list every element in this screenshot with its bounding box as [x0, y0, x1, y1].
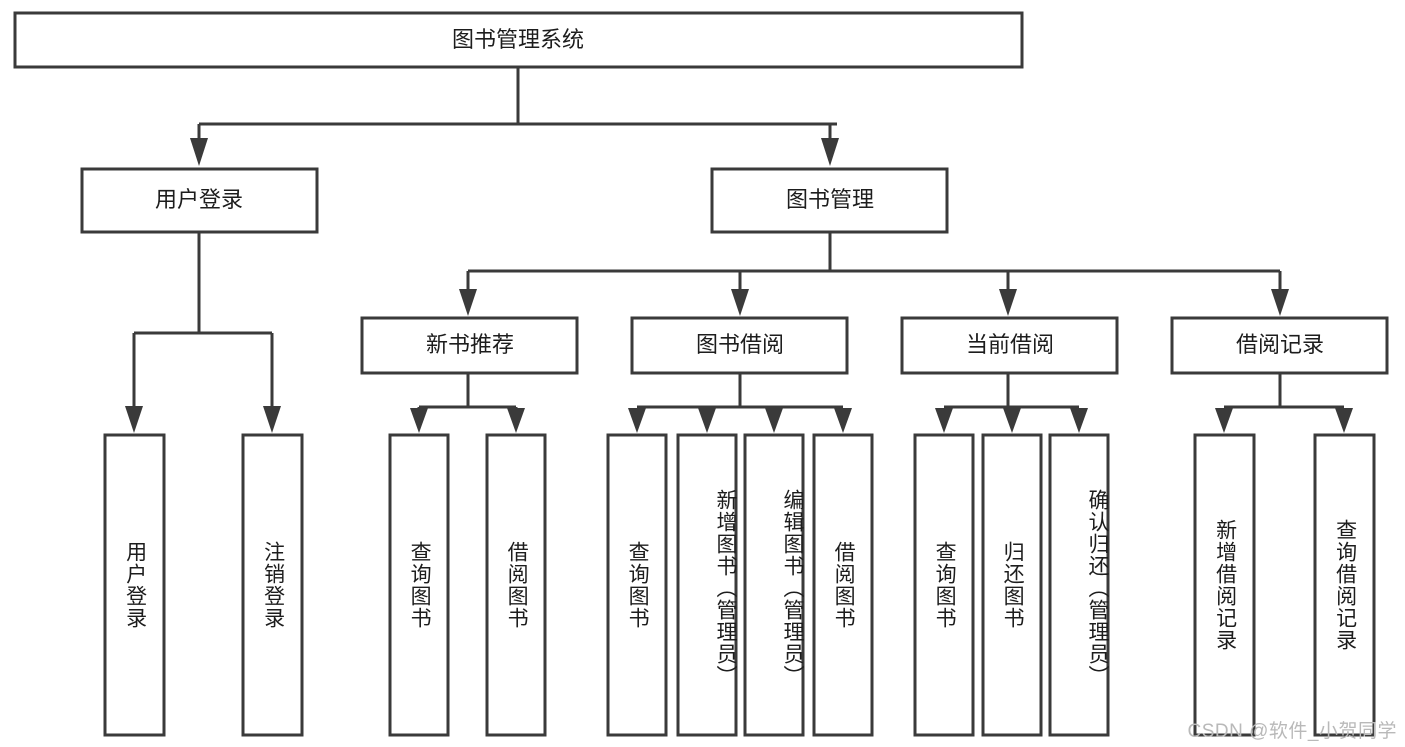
- leaf-box-query-book-cb[interactable]: [913, 433, 975, 737]
- node-root-box[interactable]: [13, 11, 1024, 69]
- node-borrow-record-label: 借阅记录: [1236, 332, 1324, 357]
- leaf-box-return-book[interactable]: [981, 433, 1043, 737]
- connector-group-user-login: [125, 232, 281, 433]
- arrow-head-current-borrow: [999, 289, 1017, 316]
- arrow-head-borrow-record: [1271, 289, 1289, 316]
- node-book-management[interactable]: 图书管理: [710, 167, 949, 234]
- node-current-borrow[interactable]: 当前借阅: [900, 316, 1119, 375]
- node-user-login[interactable]: 用户登录: [80, 167, 319, 234]
- arrow-head-leaf-8: [834, 408, 852, 433]
- node-book-borrow[interactable]: 图书借阅: [630, 316, 849, 375]
- leaf-boxes: [103, 433, 1376, 737]
- node-borrow-record-box[interactable]: [1170, 316, 1389, 375]
- leaf-box-query-book-nb[interactable]: [388, 433, 450, 737]
- arrow-head-leaf-5: [628, 408, 646, 433]
- connector-group-borrow-record: [1215, 373, 1353, 433]
- arrow-head-leaf-4: [507, 408, 525, 433]
- node-new-book-recommend-box[interactable]: [360, 316, 579, 375]
- leaf-box-add-book-admin[interactable]: [676, 433, 738, 737]
- leaf-box-add-borrow-record[interactable]: [1193, 433, 1256, 737]
- leaf-box-borrow-book-nb[interactable]: [485, 433, 547, 737]
- leaf-box-user-login[interactable]: [103, 433, 166, 737]
- leaf-box-query-borrow-record[interactable]: [1313, 433, 1376, 737]
- csdn-watermark: CSDN @软件_小贺同学: [1187, 721, 1397, 742]
- arrow-head-leaf-6: [698, 408, 716, 433]
- node-book-management-label: 图书管理: [786, 187, 874, 212]
- leaf-box-confirm-return-admin[interactable]: [1048, 433, 1110, 737]
- node-root-label: 图书管理系统: [452, 27, 584, 52]
- connector-group-book-manage: [459, 232, 1289, 316]
- leaf-box-logout[interactable]: [241, 433, 304, 737]
- node-current-borrow-box[interactable]: [900, 316, 1119, 375]
- arrow-head-book-manage: [821, 138, 839, 166]
- node-new-book-recommend-label: 新书推荐: [426, 332, 514, 357]
- leaf-box-query-book-bb[interactable]: [606, 433, 668, 737]
- node-new-book-recommend[interactable]: 新书推荐: [360, 316, 579, 375]
- node-current-borrow-label: 当前借阅: [966, 332, 1054, 357]
- arrow-head-leaf-10: [1003, 408, 1021, 433]
- connector-group-root: [190, 67, 839, 166]
- node-borrow-record[interactable]: 借阅记录: [1170, 316, 1389, 375]
- connector-group-book-borrow: [628, 373, 852, 433]
- arrow-head-user-login: [190, 138, 208, 166]
- node-user-login-label: 用户登录: [155, 187, 243, 212]
- node-book-management-box[interactable]: [710, 167, 949, 234]
- connector-group-new-book: [410, 373, 525, 433]
- connector-group-current-borrow: [935, 373, 1088, 433]
- leaf-box-borrow-book-bb[interactable]: [812, 433, 874, 737]
- arrow-head-leaf-13: [1335, 408, 1353, 433]
- arrow-head-leaf-1: [125, 406, 143, 433]
- arrow-head-leaf-9: [935, 408, 953, 433]
- leaf-box-edit-book-admin[interactable]: [743, 433, 805, 737]
- node-root[interactable]: 图书管理系统: [13, 11, 1024, 69]
- arrow-head-leaf-12: [1215, 408, 1233, 433]
- arrow-head-borrow: [731, 289, 749, 316]
- arrow-head-leaf-2: [263, 406, 281, 433]
- arrow-head-leaf-11: [1070, 408, 1088, 433]
- arrow-head-leaf-7: [765, 408, 783, 433]
- node-book-borrow-label: 图书借阅: [696, 332, 784, 357]
- arrow-head-new-book: [459, 289, 477, 316]
- node-user-login-box[interactable]: [80, 167, 319, 234]
- arrow-head-leaf-3: [410, 408, 428, 433]
- node-book-borrow-box[interactable]: [630, 316, 849, 375]
